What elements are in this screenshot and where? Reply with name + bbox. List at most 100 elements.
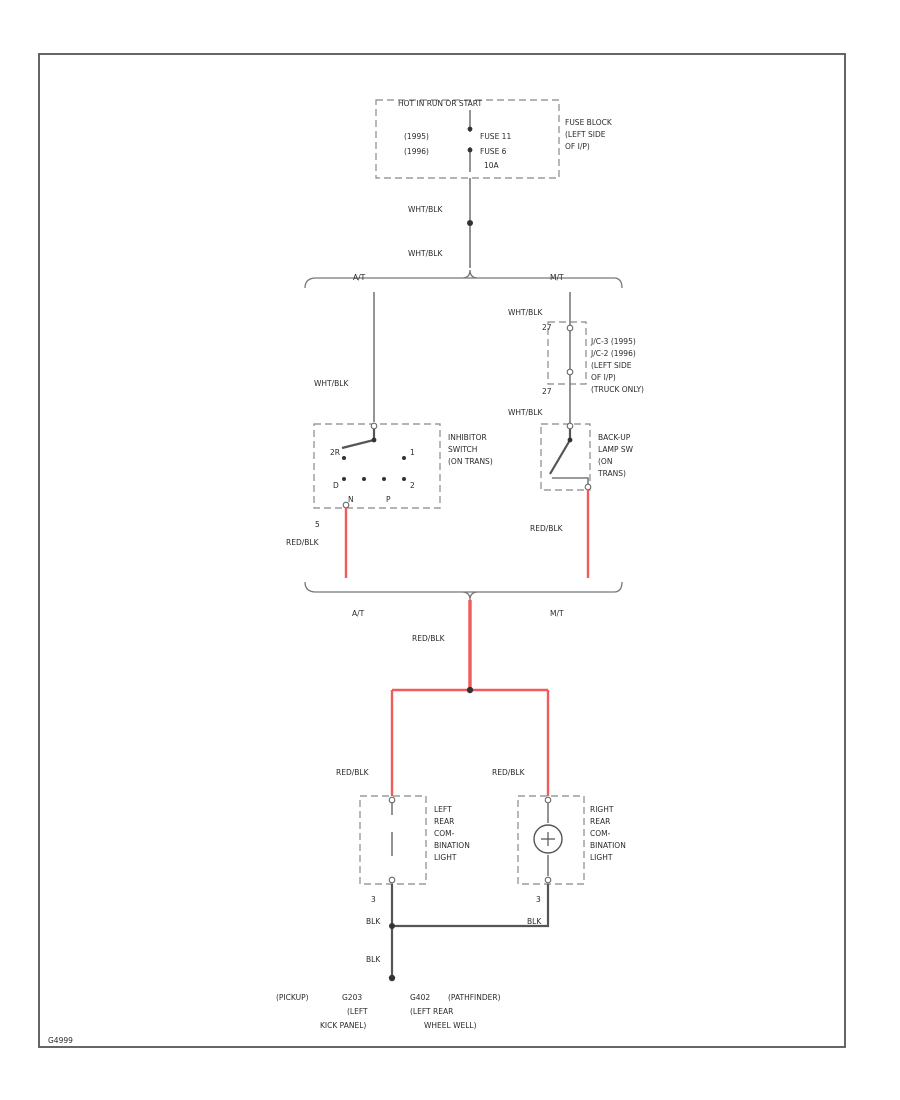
option-brace-bottom	[304, 581, 623, 601]
inhibitor-label-2: SWITCH	[448, 445, 477, 454]
left-lamp-pin-3: 3	[371, 895, 376, 904]
wire-label-red-blk-5: RED/BLK	[492, 768, 526, 777]
fuse-block-box	[375, 99, 560, 179]
joint-connector-label-2: J/C-2 (1996)	[590, 349, 636, 358]
ground-right-pathfinder: (PATHFINDER)	[448, 993, 501, 1002]
wire-label-wht-blk-5: WHT/BLK	[508, 408, 543, 417]
fuse-block-location-1: FUSE BLOCK	[565, 118, 613, 127]
left-lamp-output-pin	[388, 876, 396, 884]
wire-label-wht-blk-2: WHT/BLK	[408, 249, 443, 258]
inhibitor-switch-box	[313, 423, 441, 509]
backup-label-4: TRANS)	[597, 469, 626, 478]
inhibitor-contact-2r	[342, 456, 346, 460]
inhibitor-switch-pivot	[371, 437, 377, 443]
fuse-11-label: FUSE 11	[480, 132, 511, 141]
inhibitor-pos-d: D	[333, 481, 339, 490]
fuse-block-location-2: (LEFT SIDE	[565, 130, 606, 139]
inhibitor-contact-n	[382, 477, 386, 481]
ground-left-location-2: KICK PANEL)	[320, 1021, 366, 1030]
inhibitor-contact-2	[402, 477, 406, 481]
diagram-frame	[38, 53, 846, 1048]
branch-label-at-bottom: A/T	[352, 609, 365, 618]
wire-label-blk-2: BLK	[527, 917, 542, 926]
splice-dot-ground	[389, 923, 395, 929]
inhibitor-label-3: (ON TRANS)	[448, 457, 493, 466]
wire-label-wht-blk-4: WHT/BLK	[508, 308, 543, 317]
joint-connector-pin-bottom	[566, 368, 574, 376]
backup-label-3: (ON	[598, 457, 612, 466]
option-brace-top	[304, 269, 623, 289]
ground-right-location-2: WHEEL WELL)	[424, 1021, 477, 1030]
ground-icon	[388, 974, 396, 982]
left-lamp-label-4: BINATION	[434, 841, 470, 850]
left-lamp-label-1: LEFT	[434, 805, 452, 814]
wire-label-red-blk-4: RED/BLK	[336, 768, 370, 777]
backup-switch-pivot	[567, 437, 573, 443]
backup-switch-box	[540, 423, 591, 491]
backup-switch-input-pin	[566, 422, 574, 430]
left-lamp-label-5: LIGHT	[434, 853, 457, 862]
joint-connector-pin-27-top: 27	[542, 323, 552, 332]
inhibitor-pos-n: N	[348, 495, 354, 504]
joint-connector-label-5: (TRUCK ONLY)	[591, 385, 644, 394]
wire-label-wht-blk-1: WHT/BLK	[408, 205, 443, 214]
right-lamp-output-pin	[544, 876, 552, 884]
branch-label-at-top: A/T	[353, 273, 366, 282]
inhibitor-pos-2r: 2R	[330, 448, 340, 457]
branch-label-mt-bottom: M/T	[550, 609, 564, 618]
inhibitor-pos-1: 1	[410, 448, 415, 457]
ground-left-pickup: (PICKUP)	[276, 993, 309, 1002]
ground-wire-blk	[390, 884, 550, 975]
left-lamp-label-2: REAR	[434, 817, 454, 826]
ground-left-location-1: (LEFT	[347, 1007, 368, 1016]
fuse-block-code-1996: (1996)	[404, 147, 429, 156]
right-lamp-label-3: COM-	[590, 829, 611, 838]
wire-label-red-blk-2: RED/BLK	[530, 524, 564, 533]
splice-dot-fuse	[467, 220, 473, 226]
left-lamp-box	[359, 795, 427, 885]
right-lamp-label-5: LIGHT	[590, 853, 613, 862]
backup-switch-output-pin	[584, 483, 592, 491]
splice-dot-lamps	[466, 686, 474, 694]
joint-connector-label-4: OF I/P)	[591, 373, 616, 382]
wire-label-red-blk-1: RED/BLK	[286, 538, 320, 547]
inhibitor-pos-p: P	[386, 495, 391, 504]
backup-switch-output-wire	[552, 477, 589, 484]
ground-right-id: G402	[410, 993, 430, 1002]
inhibitor-pos-2: 2	[410, 481, 415, 490]
right-lamp-input-pin	[544, 796, 552, 804]
right-lamp-pin-3: 3	[536, 895, 541, 904]
inhibitor-switch-input-pin	[370, 422, 378, 430]
joint-connector-label-3: (LEFT SIDE	[591, 361, 632, 370]
fuse-block-location-3: OF I/P)	[565, 142, 590, 151]
inhibitor-contact-r	[362, 477, 366, 481]
fuse-rating-label: 10A	[484, 161, 500, 170]
left-lamp-input-pin	[388, 796, 396, 804]
right-lamp-label-4: BINATION	[590, 841, 626, 850]
backup-label-2: LAMP SW	[598, 445, 634, 454]
fuse-6-label: FUSE 6	[480, 147, 507, 156]
inhibitor-switch-output-pin	[342, 501, 350, 509]
joint-connector-pin-27-bottom: 27	[542, 387, 552, 396]
joint-connector-box	[547, 321, 587, 385]
backup-label-1: BACK-UP	[598, 433, 631, 442]
fuse-block-code-1995: (1995)	[404, 132, 429, 141]
bulb-filament-icon	[541, 832, 555, 846]
inhibitor-contact-d	[342, 477, 346, 481]
fuse-terminal-top	[467, 126, 473, 132]
right-lamp-box	[517, 795, 585, 885]
right-lamp-label-1: RIGHT	[590, 805, 614, 814]
wire-label-red-blk-3: RED/BLK	[412, 634, 446, 643]
fuse-terminal-bottom	[467, 147, 473, 153]
branch-label-mt-top: M/T	[550, 273, 564, 282]
wire-label-blk-3: BLK	[366, 955, 381, 964]
ground-left-id: G203	[342, 993, 362, 1002]
backup-switch-contact	[549, 429, 572, 475]
ground-right-location-1: (LEFT REAR	[410, 1007, 453, 1016]
joint-connector-pin-top	[566, 324, 574, 332]
left-lamp-label-3: COM-	[434, 829, 455, 838]
wire-label-wht-blk-3: WHT/BLK	[314, 379, 349, 388]
inhibitor-pin-5: 5	[315, 520, 320, 529]
right-lamp-label-2: REAR	[590, 817, 610, 826]
